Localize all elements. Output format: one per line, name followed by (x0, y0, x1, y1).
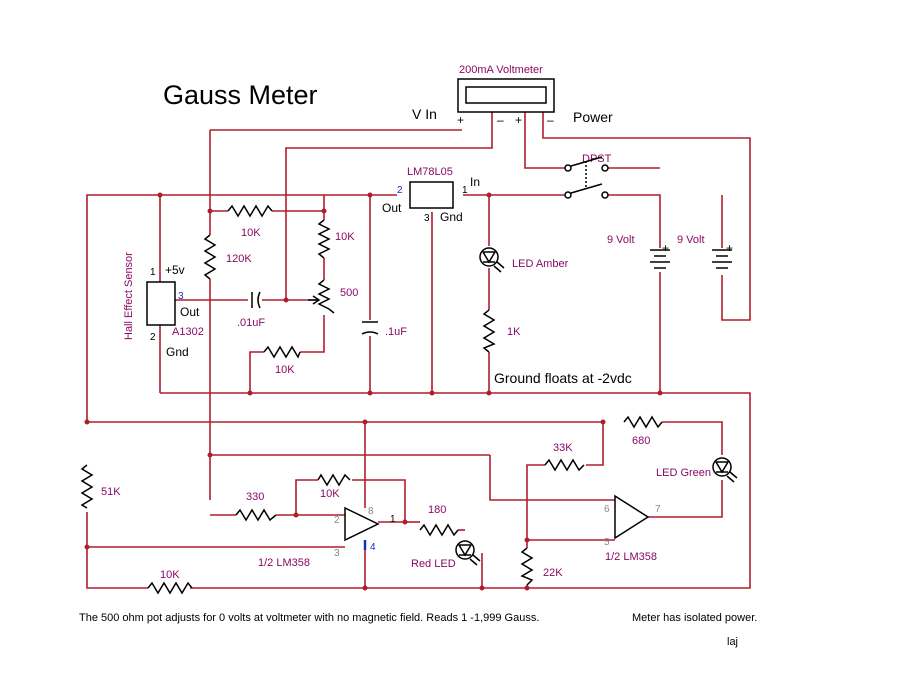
opamp1-pin3: 3 (334, 548, 340, 559)
opamp-2: 6 5 7 1/2 LM358 (604, 494, 661, 563)
opamp2-pin6: 6 (604, 504, 610, 515)
opamp1-label: 1/2 LM358 (258, 557, 310, 569)
r680-label: 680 (632, 435, 650, 447)
voltmeter-label: 200mA Voltmeter (459, 64, 543, 76)
resistor-10k-low: 10K (147, 569, 193, 595)
sensor-gnd-label: Gnd (166, 345, 189, 359)
regulator-pin1: 1 (462, 185, 468, 196)
voltmeter-power-plus: + (515, 113, 522, 127)
regulator-pin3: 3 (424, 213, 430, 224)
resistor-10k-right: 10K (317, 219, 355, 259)
sensor-out-label: Out (180, 305, 200, 319)
footer-isolated: Meter has isolated power. (632, 612, 757, 624)
resistor-22k: 22K (520, 547, 563, 586)
led-amber: LED Amber (479, 247, 569, 273)
voltmeter-vin-plus: + (457, 113, 464, 127)
diagram-title: Gauss Meter (163, 80, 318, 110)
opamp2-pin5: 5 (604, 537, 610, 548)
hall-effect-sensor: Hall Effect Sensor A1302 1 2 3 +5v Out G… (123, 252, 204, 359)
r120k-label: 120K (226, 253, 252, 265)
led-green: LED Green (656, 457, 738, 483)
r10k-fb-label: 10K (320, 488, 340, 500)
sensor-label: Hall Effect Sensor (123, 252, 135, 340)
sensor-5v-label: +5v (165, 263, 185, 277)
sensor-pin1: 1 (150, 267, 156, 278)
led-red-label: Red LED (411, 558, 456, 570)
r51k-label: 51K (101, 486, 121, 498)
voltmeter-vin-minus: – (497, 113, 504, 127)
resistor-10k-bottom: 10K (263, 345, 301, 376)
opamp2-label: 1/2 LM358 (605, 551, 657, 563)
voltmeter-power-label: Power (573, 109, 613, 125)
resistor-680: 680 (623, 415, 663, 447)
r10k-top-label: 10K (241, 227, 261, 239)
battery-1-plus: + (662, 241, 669, 255)
r10k-bottom-label: 10K (275, 364, 295, 376)
led-red: Red LED (411, 540, 481, 570)
opamp2-pin7: 7 (655, 504, 661, 515)
r10k-right-label: 10K (335, 231, 355, 243)
sensor-pin2: 2 (150, 332, 156, 343)
voltmeter: 200mA Voltmeter V In + – + – Power (412, 64, 613, 127)
junction-dots (84, 192, 663, 591)
resistor-51k: 51K (80, 464, 121, 509)
battery-1: 9 Volt + (607, 234, 670, 269)
regulator-label: LM78L05 (407, 166, 453, 178)
footer-initials: laj (727, 636, 738, 648)
resistor-330: 330 (235, 491, 277, 522)
voltmeter-display (465, 86, 547, 104)
footer-note: The 500 ohm pot adjusts for 0 volts at v… (79, 612, 539, 624)
r10k-low-label: 10K (160, 569, 180, 581)
r22k-label: 22K (543, 567, 563, 579)
c1-label: .1uF (385, 326, 407, 338)
battery-2-plus: + (726, 241, 733, 255)
opamp1-pin1: 1 (390, 514, 396, 525)
wires (86, 112, 751, 589)
opamp1-pin4: 4 (370, 542, 376, 553)
voltmeter-body (457, 78, 555, 113)
c01-label: .01uF (237, 317, 265, 329)
r330-label: 330 (246, 491, 264, 503)
battery-1-label: 9 Volt (607, 234, 635, 246)
r1k-label: 1K (507, 326, 521, 338)
resistor-10k-top: 10K (227, 204, 273, 239)
resistor-180: 180 (419, 504, 459, 537)
resistor-10k-feedback: 10K (317, 473, 351, 500)
resistor-33k: 33K (544, 442, 585, 472)
regulator-in-label: In (470, 175, 480, 189)
voltmeter-vin-label: V In (412, 106, 437, 122)
led-green-label: LED Green (656, 467, 711, 479)
capacitor-01uf: .01uF (237, 291, 265, 329)
resistor-1k: 1K (482, 309, 521, 353)
r33k-label: 33K (553, 442, 573, 454)
resistor-120k: 120K (203, 234, 252, 280)
regulator-out-label: Out (382, 201, 402, 215)
ground-note: Ground floats at -2vdc (494, 370, 632, 386)
regulator-pin2: 2 (397, 185, 403, 196)
opamp-1: 2 3 8 1 4 1/2 LM358 (258, 506, 396, 569)
dpst-switch: DPST (564, 153, 612, 199)
sensor-part: A1302 (172, 326, 204, 338)
led-amber-label: LED Amber (512, 258, 569, 270)
voltmeter-power-minus: – (547, 113, 554, 127)
r180-label: 180 (428, 504, 446, 516)
opamp1-pin8: 8 (368, 506, 374, 517)
battery-2-label: 9 Volt (677, 234, 705, 246)
regulator-lm78l05: LM78L05 2 1 3 Out In Gnd (382, 166, 480, 224)
pot-500-label: 500 (340, 287, 358, 299)
opamp1-pin2: 2 (334, 515, 340, 526)
regulator-gnd-label: Gnd (440, 210, 463, 224)
potentiometer-500: 500 (308, 279, 358, 314)
capacitor-1uf: .1uF (361, 321, 407, 338)
sensor-pin3: 3 (178, 291, 184, 302)
battery-2: 9 Volt + (677, 234, 733, 269)
